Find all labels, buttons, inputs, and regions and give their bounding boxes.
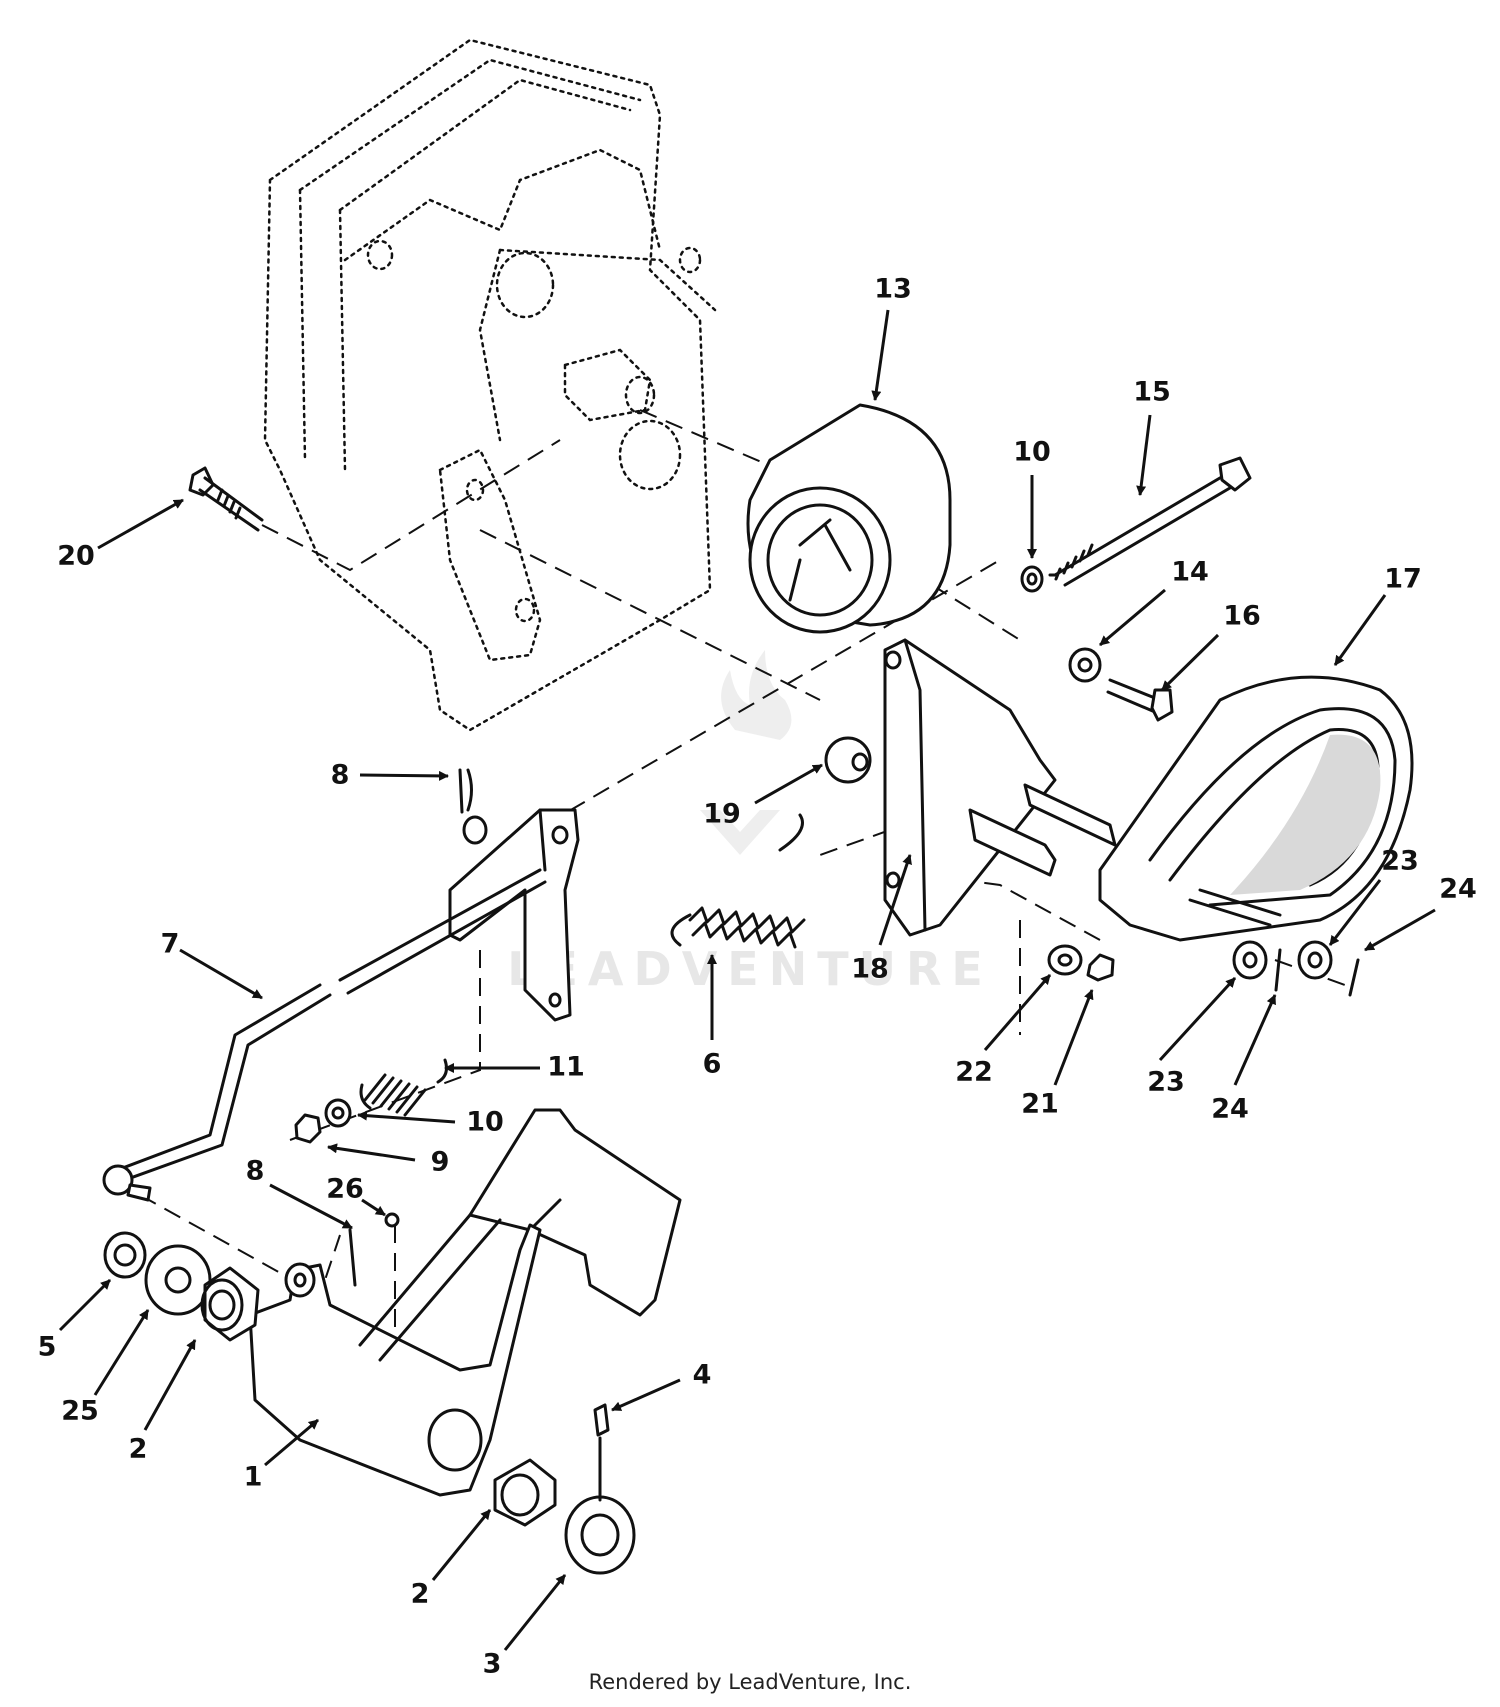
engine-housing-outline [263, 38, 717, 732]
callout-18: 18 [851, 854, 912, 985]
callout-14: 14 [1099, 557, 1209, 647]
brake-pedal-arm [248, 1108, 682, 1497]
svg-text:14: 14 [1171, 557, 1209, 588]
extension-spring [670, 813, 806, 949]
callout-23b: 23 [1328, 846, 1419, 946]
control-rod [102, 868, 547, 1202]
callout-26: 26 [326, 1174, 386, 1217]
pivot-bracket [448, 768, 580, 1022]
bracket-fasteners [1047, 940, 1360, 997]
callout-4: 4 [611, 1360, 712, 1412]
long-bolt [1048, 456, 1252, 587]
compression-spring-set [294, 1058, 448, 1144]
svg-text:13: 13 [874, 274, 912, 305]
bolt-left [188, 466, 264, 532]
brake-band [1098, 675, 1414, 942]
svg-text:2: 2 [129, 1434, 148, 1465]
callout-9: 9 [327, 1143, 450, 1178]
bracket-plate [883, 638, 1117, 937]
pulley [746, 403, 952, 634]
callout-22: 22 [955, 974, 1052, 1088]
callout-16: 16 [1160, 601, 1261, 692]
callout-23a: 23 [1147, 976, 1237, 1098]
svg-text:8: 8 [331, 760, 350, 791]
svg-text:26: 26 [326, 1174, 364, 1205]
callout-13: 13 [871, 274, 912, 401]
callout-7: 7 [161, 929, 263, 1000]
svg-text:7: 7 [161, 929, 180, 960]
callout-24b: 24 [1364, 874, 1477, 952]
watermark-text: LEADVENTURE [507, 942, 993, 996]
pedal-hardware [103, 1212, 636, 1575]
svg-text:11: 11 [547, 1052, 585, 1083]
svg-text:8: 8 [246, 1156, 265, 1187]
callout-25: 25 [61, 1309, 150, 1427]
callout-3: 3 [483, 1574, 567, 1680]
svg-text:5: 5 [38, 1332, 57, 1363]
callout-5: 5 [38, 1278, 112, 1363]
watermark: LEADVENTURE [507, 650, 993, 996]
credit-text: Rendered by LeadVenture, Inc. [588, 1670, 912, 1694]
svg-text:6: 6 [703, 1049, 722, 1080]
callout-19: 19 [703, 763, 823, 830]
callout-10b: 10 [357, 1107, 504, 1138]
callout-10a: 10 [1013, 437, 1051, 559]
svg-text:23: 23 [1147, 1067, 1185, 1098]
svg-text:16: 16 [1223, 601, 1261, 632]
small-hardware [824, 565, 1174, 784]
svg-text:4: 4 [693, 1360, 712, 1391]
callout-8a: 8 [331, 760, 449, 791]
callout-8b: 8 [246, 1156, 353, 1230]
svg-text:21: 21 [1021, 1089, 1059, 1120]
svg-text:10: 10 [466, 1107, 504, 1138]
svg-text:24: 24 [1211, 1094, 1249, 1125]
svg-text:25: 25 [61, 1396, 99, 1427]
callout-2a: 2 [129, 1339, 197, 1465]
svg-text:3: 3 [483, 1649, 502, 1680]
callout-6: 6 [703, 954, 722, 1080]
svg-text:24: 24 [1439, 874, 1477, 905]
callout-11: 11 [444, 1052, 585, 1083]
callout-20: 20 [57, 498, 184, 572]
svg-text:10: 10 [1013, 437, 1051, 468]
svg-text:22: 22 [955, 1057, 993, 1088]
svg-text:20: 20 [57, 541, 95, 572]
svg-text:23: 23 [1381, 846, 1419, 877]
svg-text:17: 17 [1384, 564, 1422, 595]
callout-21: 21 [1021, 989, 1094, 1120]
callout-1: 1 [244, 1418, 319, 1493]
callout-15: 15 [1133, 377, 1171, 496]
svg-text:18: 18 [851, 954, 889, 985]
svg-text:1: 1 [244, 1462, 263, 1493]
callout-2b: 2 [411, 1509, 492, 1610]
callout-24a: 24 [1211, 994, 1277, 1125]
callout-17: 17 [1333, 564, 1422, 666]
svg-text:9: 9 [431, 1147, 450, 1178]
svg-text:19: 19 [703, 799, 741, 830]
callouts: 1 2 2 3 4 5 6 7 8 8 9 10 10 11 13 14 15 … [38, 274, 1477, 1680]
svg-text:15: 15 [1133, 377, 1171, 408]
svg-text:2: 2 [411, 1579, 430, 1610]
